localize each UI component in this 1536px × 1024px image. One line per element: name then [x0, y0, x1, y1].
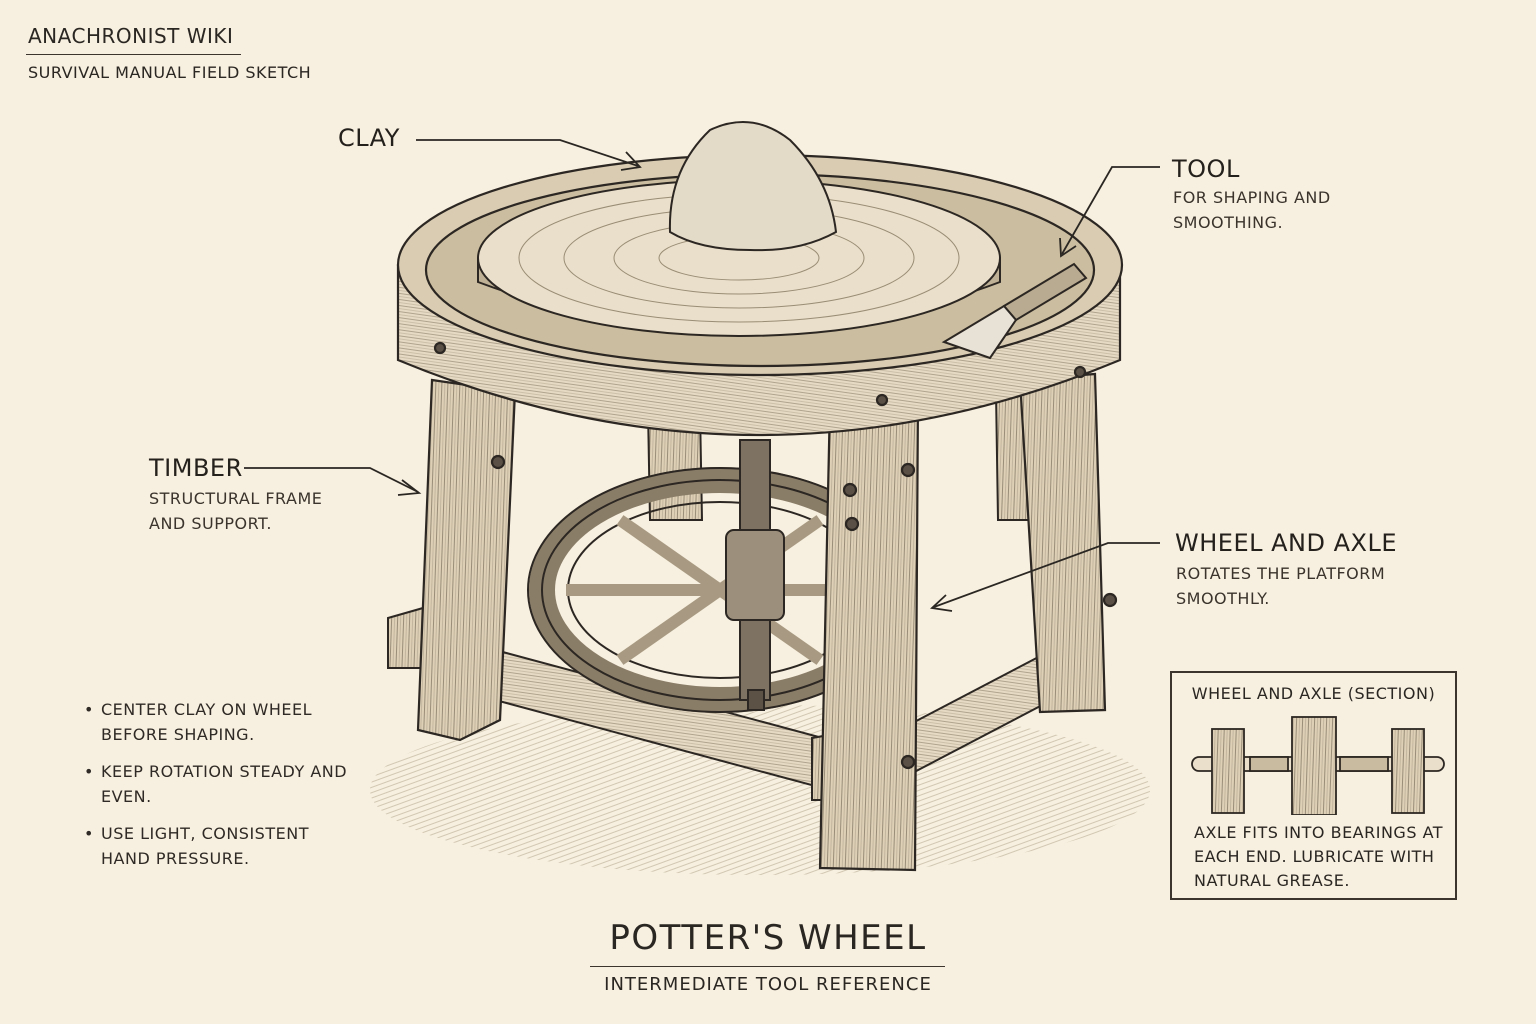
label-timber-description: STRUCTURAL FRAME AND SUPPORT.	[149, 489, 323, 533]
clay-arrow	[416, 139, 639, 167]
diagram-subtitle: INTERMEDIATE TOOL REFERENCE	[604, 974, 932, 995]
wiki-subtitle: SURVIVAL MANUAL FIELD SKETCH	[28, 63, 312, 82]
timber-arrowhead	[397, 479, 422, 496]
clay-arrowhead	[620, 151, 642, 171]
label-tool: TOOL	[1172, 155, 1240, 183]
clay-lump	[668, 121, 838, 252]
axle-section-drawing	[1191, 716, 1445, 815]
header-underline	[26, 54, 241, 55]
front-legs	[416, 372, 1118, 872]
timber-arrow	[244, 467, 419, 493]
wheel-arrow	[933, 542, 1160, 608]
footer-underline	[590, 966, 945, 967]
tool-arrowhead	[1059, 237, 1077, 258]
section-inset-title: WHEEL AND AXLE (SECTION)	[1191, 684, 1436, 703]
label-timber: TIMBER	[149, 454, 243, 482]
note-item: USE LIGHT, CONSISTENT HAND PRESSURE.	[82, 821, 352, 871]
label-tool-description: FOR SHAPING AND SMOOTHING.	[1173, 188, 1331, 232]
label-clay: CLAY	[338, 124, 400, 152]
wheel-arrowhead	[930, 594, 953, 612]
wiki-title: ANACHRONIST WIKI	[28, 24, 234, 48]
label-wheel-and-axle: WHEEL AND AXLE	[1175, 529, 1397, 557]
axle-and-hub	[725, 439, 785, 711]
usage-notes: CENTER CLAY ON WHEEL BEFORE SHAPING. KEE…	[82, 697, 352, 883]
tool-arrow	[1061, 166, 1160, 255]
section-inset-description: AXLE FITS INTO BEARINGS AT EACH END. LUB…	[1194, 823, 1444, 890]
label-wheel-and-axle-description: ROTATES THE PLATFORM SMOOTHLY.	[1176, 564, 1386, 608]
turntable-platform	[477, 179, 1001, 337]
note-item: KEEP ROTATION STEADY AND EVEN.	[82, 759, 352, 809]
shaping-tool	[941, 262, 1088, 360]
diagram-title: POTTER'S WHEEL	[609, 918, 927, 958]
section-inset: WHEEL AND AXLE (SECTION) AXLE FITS INTO …	[1170, 671, 1457, 900]
note-item: CENTER CLAY ON WHEEL BEFORE SHAPING.	[82, 697, 352, 747]
